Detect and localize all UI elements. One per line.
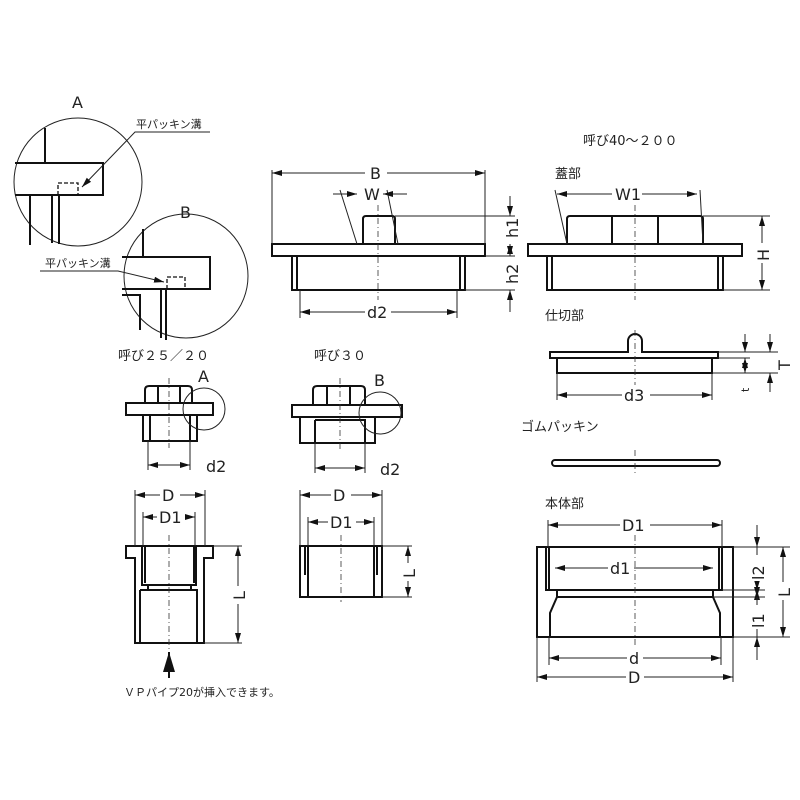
body-L-label: L xyxy=(775,588,794,597)
size-25-20-L-label: L xyxy=(230,591,249,600)
size-30-D-label: D xyxy=(333,486,345,505)
size-30-L-label: L xyxy=(400,569,419,578)
detail-b-leader-text: 平パッキン溝 xyxy=(45,257,111,270)
gasket-part: ゴムパッキン xyxy=(521,419,721,475)
lid-title: 蓋部 xyxy=(555,167,581,182)
body-D1-label: D1 xyxy=(622,516,645,535)
lid-W1-label: W1 xyxy=(615,185,641,204)
size-30-D1-label: D1 xyxy=(330,513,353,532)
size-30-title: 呼び３０ xyxy=(314,349,366,364)
body-d-label: d xyxy=(629,649,639,668)
size-25-20-d2-label: d2 xyxy=(206,457,226,476)
cap-h1-label: h1 xyxy=(503,218,522,238)
body-l1-label: l1 xyxy=(749,613,768,628)
partition-part: 仕切部 d3 t T xyxy=(545,309,794,405)
cap-30: 呼び３０ B d2 xyxy=(291,349,403,479)
partition-d3-label: d3 xyxy=(624,386,644,405)
size-30-d2-label: d2 xyxy=(380,460,400,479)
detail-b: B 平パッキン溝 xyxy=(40,203,249,340)
size-25-20-title: 呼び２５／２０ xyxy=(118,349,209,364)
body-30: D D1 L xyxy=(299,485,419,602)
cap-W-label: W xyxy=(364,185,380,204)
cap-h2-label: h2 xyxy=(503,264,522,284)
size-30-detail-label: B xyxy=(374,371,385,390)
body-title: 本体部 xyxy=(545,497,584,512)
detail-a-leader-text: 平パッキン溝 xyxy=(136,118,202,131)
partition-t-label: t xyxy=(739,387,752,392)
size-25-20-D1-label: D1 xyxy=(159,508,182,527)
detail-a: A 平パッキン溝 xyxy=(13,93,210,247)
cap-40-200: B W h1 h2 d2 xyxy=(271,160,522,322)
detail-a-label: A xyxy=(72,93,83,112)
partition-T-label: T xyxy=(775,360,794,371)
size-25-20-D-label: D xyxy=(162,486,174,505)
partition-title: 仕切部 xyxy=(545,309,584,324)
cap-25-20: 呼び２５／２０ A d2 xyxy=(118,349,226,476)
body-d1-label: d1 xyxy=(610,559,630,578)
body-D-label: D xyxy=(628,668,640,687)
size-25-20-detail-label: A xyxy=(198,367,209,386)
vp-pipe-note: ＶＰパイプ20が挿入できます。 xyxy=(124,685,280,699)
body-part: 本体部 D1 d1 d D l2 l1 L xyxy=(536,497,794,687)
cap-d2-label: d2 xyxy=(367,303,387,322)
body-25-20: D D1 L ＶＰパイプ20が挿入できます。 xyxy=(124,485,280,699)
size-40-200-title: 呼び40～２００ xyxy=(583,134,678,149)
cap-B-label: B xyxy=(370,164,381,183)
detail-b-label: B xyxy=(180,203,191,222)
gasket-title: ゴムパッキン xyxy=(521,419,599,435)
lid-H-label: H xyxy=(754,249,773,261)
body-l2-label: l2 xyxy=(749,565,768,580)
lid-part: 蓋部 W1 H xyxy=(527,167,773,300)
